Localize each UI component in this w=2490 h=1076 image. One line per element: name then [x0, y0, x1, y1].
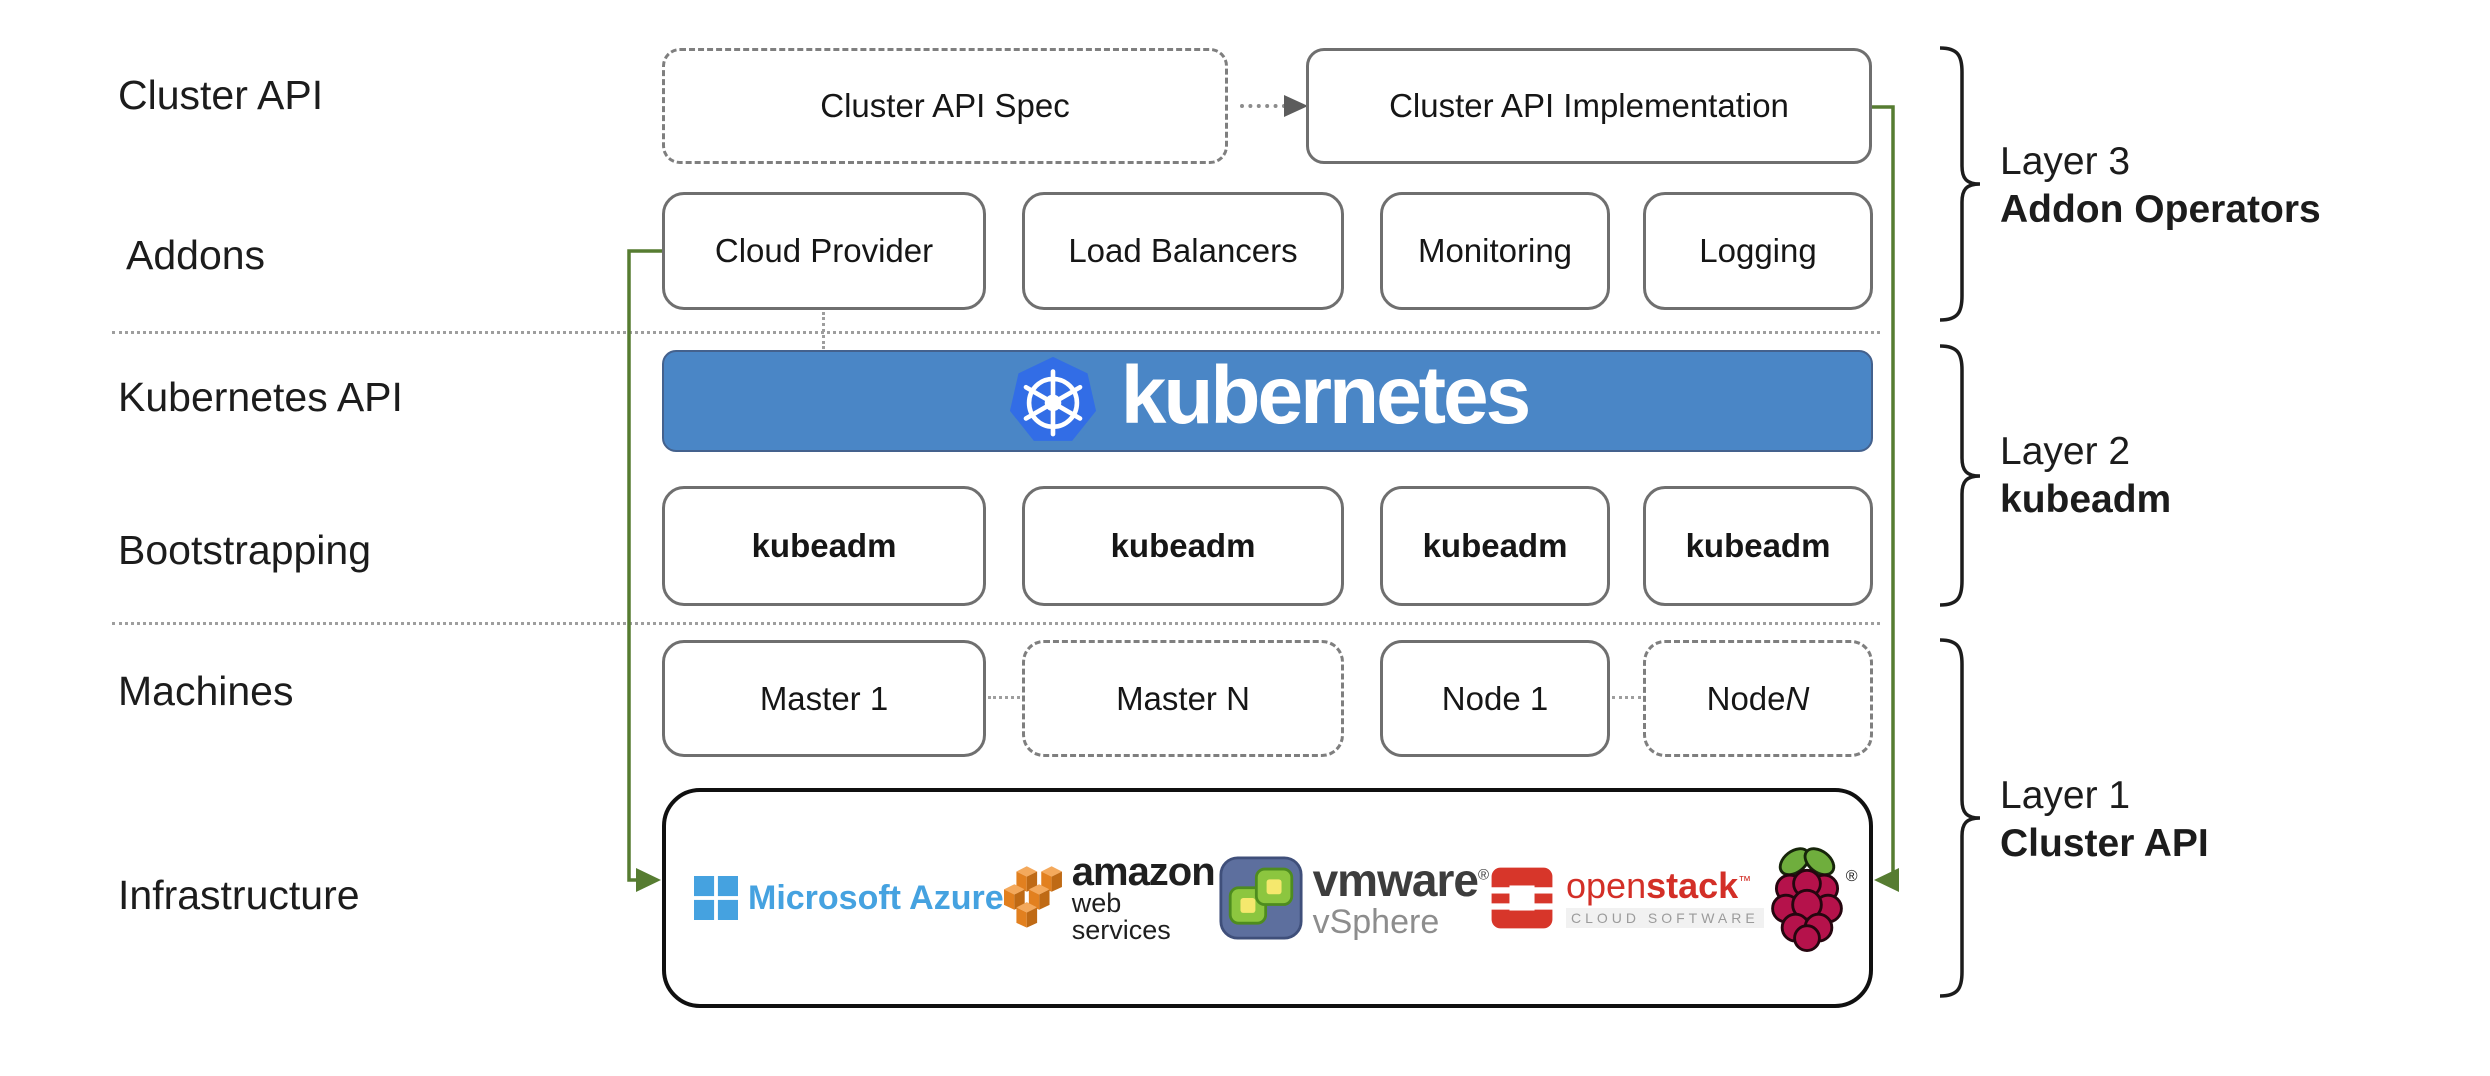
- openstack-wordmark: openstack™: [1566, 865, 1752, 906]
- box-node-1: Node 1: [1380, 640, 1610, 757]
- right-green-arrow-icon: [1874, 868, 1899, 892]
- box-logging: Logging: [1643, 192, 1873, 310]
- openstack-trademark: ™: [1738, 873, 1752, 888]
- layer-3-subtitle: Addon Operators: [2000, 188, 2321, 231]
- vsphere-icon: [1219, 856, 1303, 940]
- dotted-separator-top: [112, 331, 1880, 334]
- box-kubeadm-1: kubeadm: [662, 486, 986, 606]
- box-node-n: Node N: [1643, 640, 1873, 757]
- node-dotted-connector: [1612, 696, 1641, 699]
- kubernetes-banner: kubernetes: [662, 350, 1873, 452]
- box-cluster-api-implementation: Cluster API Implementation: [1306, 48, 1872, 164]
- openstack-cube-icon: [1488, 867, 1556, 929]
- layer-1-bracket: [1939, 638, 1981, 998]
- box-cluster-api-spec: Cluster API Spec: [662, 48, 1228, 164]
- box-load-balancers: Load Balancers: [1022, 192, 1344, 310]
- left-green-arrow-icon: [636, 868, 661, 892]
- aws-web-services-label: web services: [1071, 888, 1171, 945]
- dotted-separator-bottom: [112, 622, 1880, 625]
- microsoft-window-icon: [694, 876, 738, 920]
- layer-3-title: Layer 3: [2000, 140, 2131, 183]
- master-n-label: Master N: [1116, 679, 1250, 717]
- layer-3-bracket: [1939, 46, 1981, 322]
- kubernetes-wordmark: kubernetes: [1120, 350, 1532, 441]
- box-master-1: Master 1: [662, 640, 986, 757]
- cloud-provider-to-infrastructure-connector: [627, 249, 662, 882]
- row-label-addons: Addons: [126, 232, 266, 278]
- layer-1-subtitle: Cluster API: [2000, 822, 2209, 865]
- cloud-provider-drop-connector: [822, 312, 825, 349]
- azure-logo: Microsoft Azure: [694, 876, 1004, 920]
- row-label-cluster-api: Cluster API: [118, 72, 324, 118]
- row-label-bootstrapping: Bootstrapping: [118, 527, 372, 573]
- box-monitoring: Monitoring: [1380, 192, 1610, 310]
- row-label-kubernetes-api: Kubernetes API: [118, 374, 403, 420]
- raspberry-pi-icon: [1770, 847, 1843, 952]
- implementation-to-infrastructure-connector: [1872, 105, 1895, 882]
- box-cloud-provider: Cloud Provider: [662, 192, 986, 310]
- aws-cubes-icon: [1003, 866, 1062, 928]
- node-1-label: Node 1: [1441, 679, 1549, 717]
- master-1-label: Master 1: [759, 679, 889, 717]
- layer-2-title: Layer 2: [2000, 430, 2131, 473]
- vmware-registered-mark: ®: [1477, 866, 1489, 884]
- vmware-wordmark: vmware®: [1312, 854, 1489, 906]
- layer-3-label: Layer 3 Addon Operators: [2000, 138, 2321, 234]
- layer-2-subtitle: kubeadm: [2000, 478, 2172, 521]
- azure-wordmark: Microsoft Azure: [748, 878, 1004, 917]
- layer-1-label: Layer 1 Cluster API: [2000, 772, 2209, 868]
- infrastructure-box: Microsoft Azure amazon web services: [662, 788, 1873, 1008]
- layer-2-label: Layer 2 kubeadm: [2000, 428, 2171, 524]
- raspberry-pi-registered-mark: ®: [1845, 868, 1858, 885]
- box-kubeadm-2: kubeadm: [1022, 486, 1344, 606]
- raspberry-pi-logo: ®: [1764, 842, 1858, 954]
- kubernetes-wheel-icon: [1009, 356, 1096, 441]
- aws-logo: amazon web services: [1003, 850, 1219, 945]
- layer-2-bracket: [1939, 344, 1981, 607]
- master-dotted-connector: [988, 696, 1020, 699]
- spec-to-implementation-arrow-line: [1240, 104, 1286, 108]
- box-kubeadm-3: kubeadm: [1380, 486, 1610, 606]
- vsphere-label: vSphere: [1312, 903, 1440, 941]
- box-master-n: Master N: [1022, 640, 1344, 757]
- openstack-logo: openstack™ CLOUD SOFTWARE: [1488, 864, 1764, 932]
- openstack-cloud-software-label: CLOUD SOFTWARE: [1566, 908, 1764, 928]
- box-kubeadm-4: kubeadm: [1643, 486, 1873, 606]
- row-label-machines: Machines: [118, 668, 294, 714]
- amazon-wordmark: amazon: [1071, 850, 1216, 894]
- node-n-label: Node: [1706, 679, 1786, 717]
- vmware-vsphere-logo: vmware® vSphere: [1219, 854, 1489, 941]
- row-label-infrastructure: Infrastructure: [118, 872, 360, 918]
- layer-1-title: Layer 1: [2000, 774, 2131, 817]
- spec-to-implementation-arrow-icon: [1284, 95, 1308, 117]
